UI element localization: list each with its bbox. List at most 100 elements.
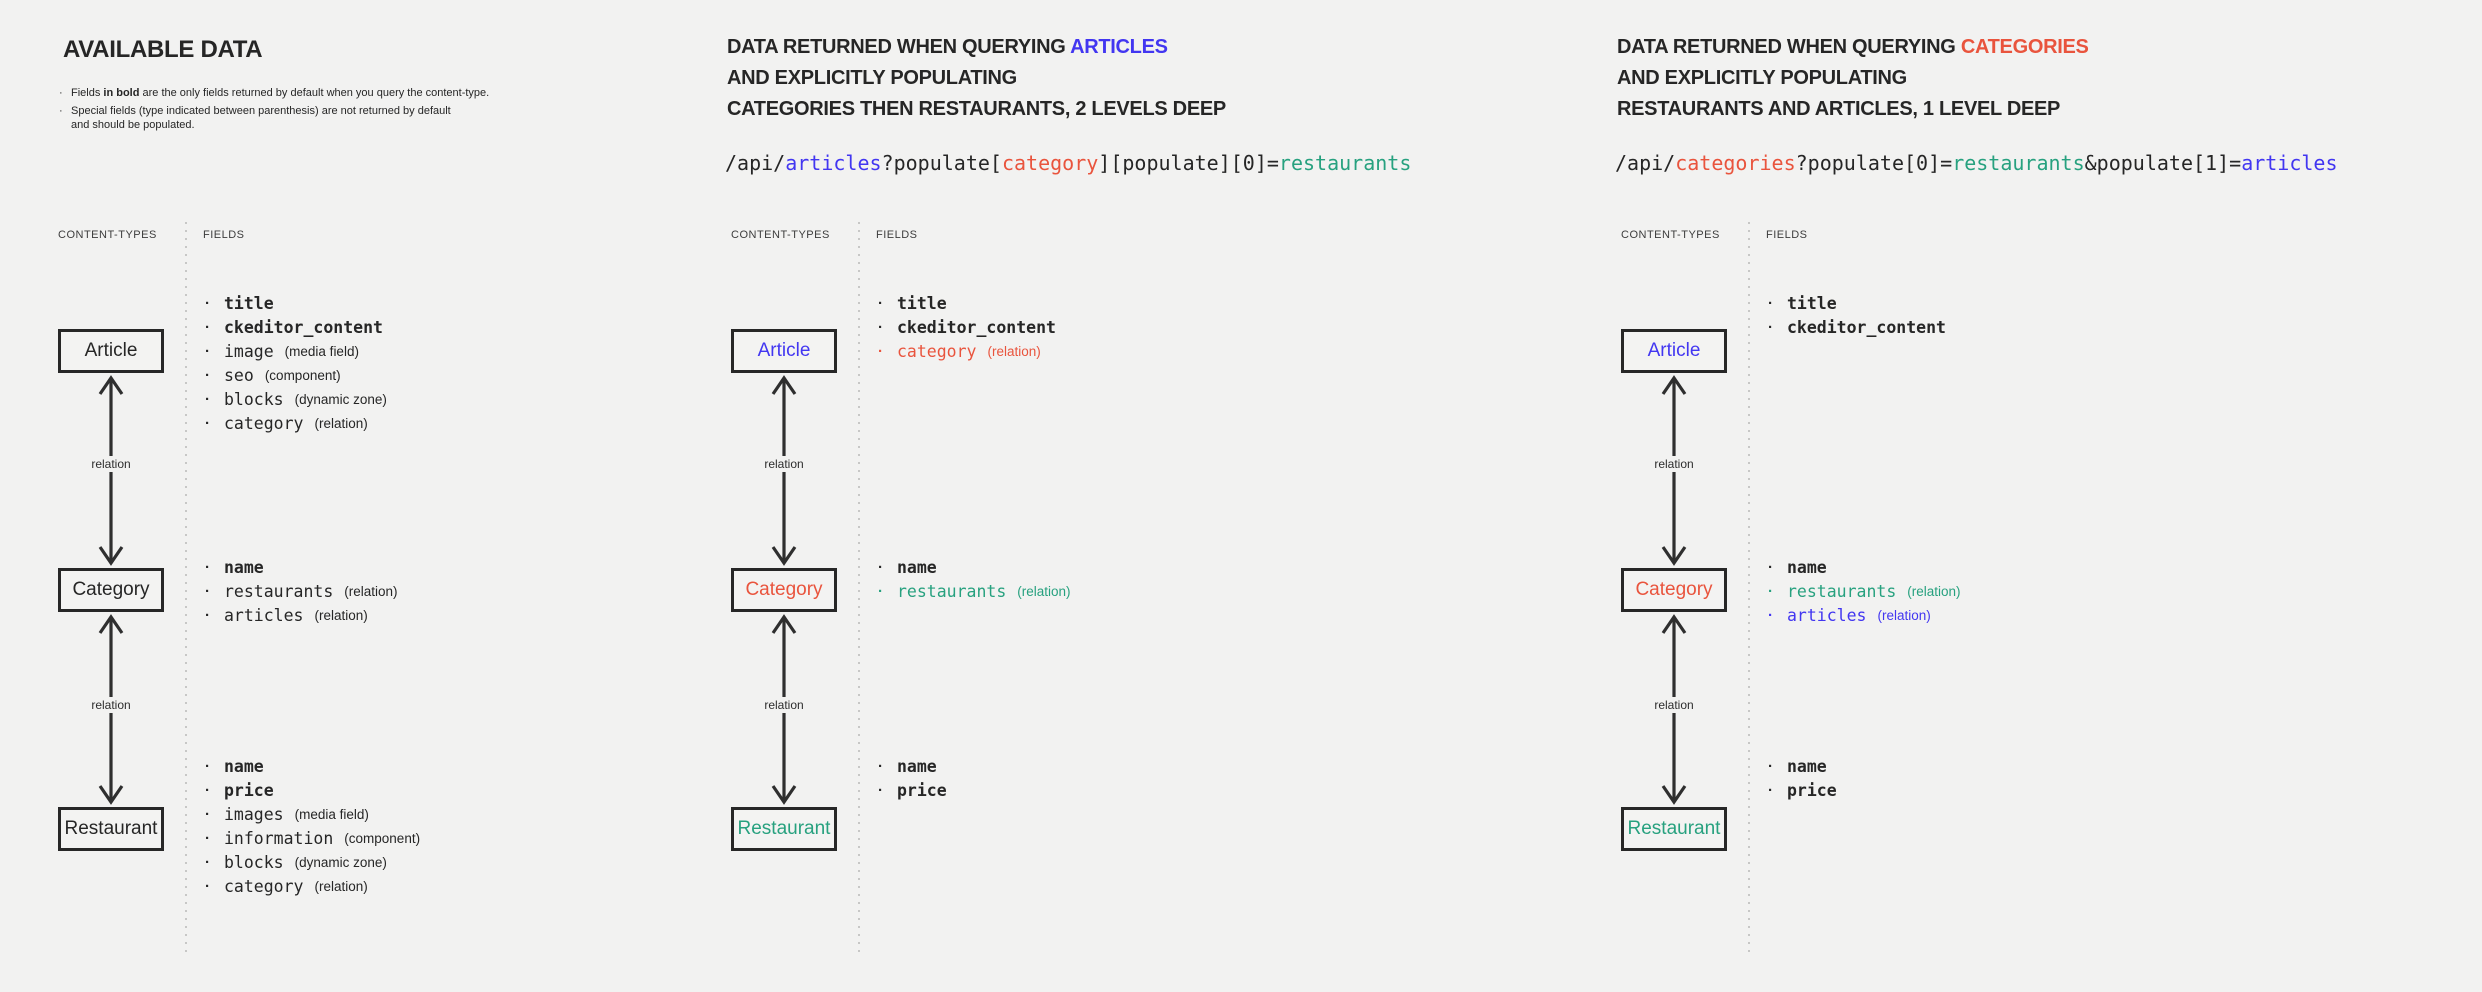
relation-arrow: [1658, 375, 1690, 571]
field-name: title: [224, 293, 274, 313]
field-row: · price: [205, 778, 420, 802]
header-line: CATEGORIES THEN RESTAURANTS, 2 LEVELS DE…: [727, 98, 1226, 121]
field-name: blocks: [224, 389, 284, 409]
field-row: ·ckeditor_content: [878, 315, 1056, 339]
field-name: title: [1787, 293, 1837, 313]
note-text: are the only fields returned by default …: [139, 87, 490, 99]
content-types-label: CONTENT-TYPES: [58, 229, 157, 241]
header-text: AND EXPLICITLY POPULATING: [727, 67, 1017, 89]
field-row: ·articles(relation): [205, 603, 398, 627]
fields-group-category: ·name·restaurants(relation)·articles(rel…: [1768, 555, 1961, 627]
relation-label: relation: [759, 456, 809, 472]
field-name: price: [897, 780, 947, 800]
field-bullet-icon: ·: [205, 558, 210, 576]
field-name: category: [224, 413, 304, 433]
field-row: ·name: [1768, 754, 1837, 778]
field-row: · ckeditor_content: [1768, 315, 1946, 339]
header-text: CATEGORIES THEN RESTAURANTS, 2 LEVELS DE…: [727, 98, 1226, 120]
field-bullet-icon: ·: [205, 366, 210, 384]
header-line: RESTAURANTS AND ARTICLES, 1 LEVEL DEEP: [1617, 98, 2060, 121]
field-type: (component): [264, 367, 341, 383]
field-row: · title: [205, 291, 387, 315]
field-type: (relation): [1907, 583, 1961, 599]
field-name: name: [897, 756, 937, 776]
header-text: DATA RETURNED WHEN QUERYING: [727, 36, 1071, 58]
api-segment: ?populate[0]=: [1795, 151, 1953, 175]
header-text: RESTAURANTS AND ARTICLES, 1 LEVEL DEEP: [1617, 98, 2061, 120]
field-name: articles: [1787, 605, 1867, 625]
field-bullet-icon: ·: [205, 294, 210, 312]
field-row: ·images(media field): [205, 802, 420, 826]
field-name: price: [224, 780, 274, 800]
fields-group-restaurant: ·name·price: [878, 754, 947, 802]
relation-label: relation: [1649, 456, 1699, 472]
field-bullet-icon: ·: [878, 294, 883, 312]
content-type-label: Category: [745, 579, 823, 600]
field-bullet-icon: ·: [1768, 582, 1773, 600]
field-name: price: [1787, 780, 1837, 800]
field-row: ·category(relation): [205, 874, 420, 898]
field-row: ·name: [878, 754, 947, 778]
field-type: (dynamic zone): [294, 391, 387, 407]
field-row: ·title: [878, 291, 1056, 315]
field-name: ckeditor_content: [224, 317, 383, 337]
field-bullet-icon: ·: [205, 781, 210, 799]
relation-label: relation: [759, 697, 809, 713]
content-type-box-article: Article: [1621, 329, 1727, 373]
api-segment: restaurants: [1278, 151, 1412, 175]
field-row: ·name: [1768, 555, 1961, 579]
content-type-box-restaurant: Restaurant: [731, 807, 837, 851]
field-bullet-icon: ·: [1768, 558, 1773, 576]
field-name: information: [224, 828, 334, 848]
field-row: ·restaurants(relation): [205, 579, 398, 603]
field-type: (component): [344, 830, 421, 846]
content-type-box-category: Category: [1621, 568, 1727, 612]
field-type: (relation): [314, 415, 368, 431]
header-line: DATA RETURNED WHEN QUERYING CATEGORIES: [1617, 36, 2089, 59]
note-bullet-icon: ·: [59, 105, 63, 117]
relation-label: relation: [86, 697, 136, 713]
content-type-label: Article: [84, 340, 138, 361]
field-bullet-icon: ·: [205, 853, 210, 871]
fields-group-category: ·name·restaurants(relation): [878, 555, 1071, 603]
field-name: image: [224, 341, 274, 361]
field-row: ·title: [1768, 291, 1946, 315]
note-item: ·Special fields (type indicated between …: [59, 104, 489, 132]
field-bullet-icon: ·: [1768, 318, 1773, 336]
content-type-box-restaurant: Restaurant: [58, 807, 164, 851]
field-bullet-icon: ·: [1768, 781, 1773, 799]
field-row: ·information(component): [205, 826, 420, 850]
header-text: AND EXPLICITLY POPULATING: [1617, 67, 1907, 89]
column-divider: [1748, 222, 1750, 958]
field-bullet-icon: ·: [205, 877, 210, 895]
column-available-data: AVAILABLE DATA·Fields in bold are the on…: [58, 0, 758, 992]
field-bullet-icon: ·: [205, 805, 210, 823]
header-line: AND EXPLICITLY POPULATING: [1617, 67, 1907, 90]
field-name: ckeditor_content: [1787, 317, 1946, 337]
field-name: blocks: [224, 852, 284, 872]
field-bullet-icon: ·: [878, 318, 883, 336]
content-type-label: Category: [1635, 579, 1713, 600]
header-text: DATA RETURNED WHEN QUERYING: [1617, 36, 1961, 58]
field-type: (relation): [1017, 583, 1071, 599]
field-name: restaurants: [1787, 581, 1897, 601]
relation-label: relation: [1649, 697, 1699, 713]
fields-group-restaurant: ·name · price: [1768, 754, 1837, 802]
field-bullet-icon: ·: [1768, 606, 1773, 624]
api-segment: restaurants: [1952, 151, 2085, 175]
fields-group-article: ·title·ckeditor_content·category(relatio…: [878, 291, 1056, 363]
field-type: (relation): [987, 343, 1041, 359]
field-name: name: [224, 756, 264, 776]
fields-label: FIELDS: [876, 229, 918, 241]
content-type-box-category: Category: [58, 568, 164, 612]
fields-label: FIELDS: [203, 229, 245, 241]
relation-label: relation: [86, 456, 136, 472]
field-name: images: [224, 804, 284, 824]
field-bullet-icon: ·: [205, 342, 210, 360]
note-line: and should be populated.: [59, 118, 489, 132]
field-name: category: [224, 876, 304, 896]
field-name: name: [1787, 756, 1827, 776]
column-divider: [858, 222, 860, 958]
api-query: /api/articles?populate[category][populat…: [725, 151, 1411, 175]
